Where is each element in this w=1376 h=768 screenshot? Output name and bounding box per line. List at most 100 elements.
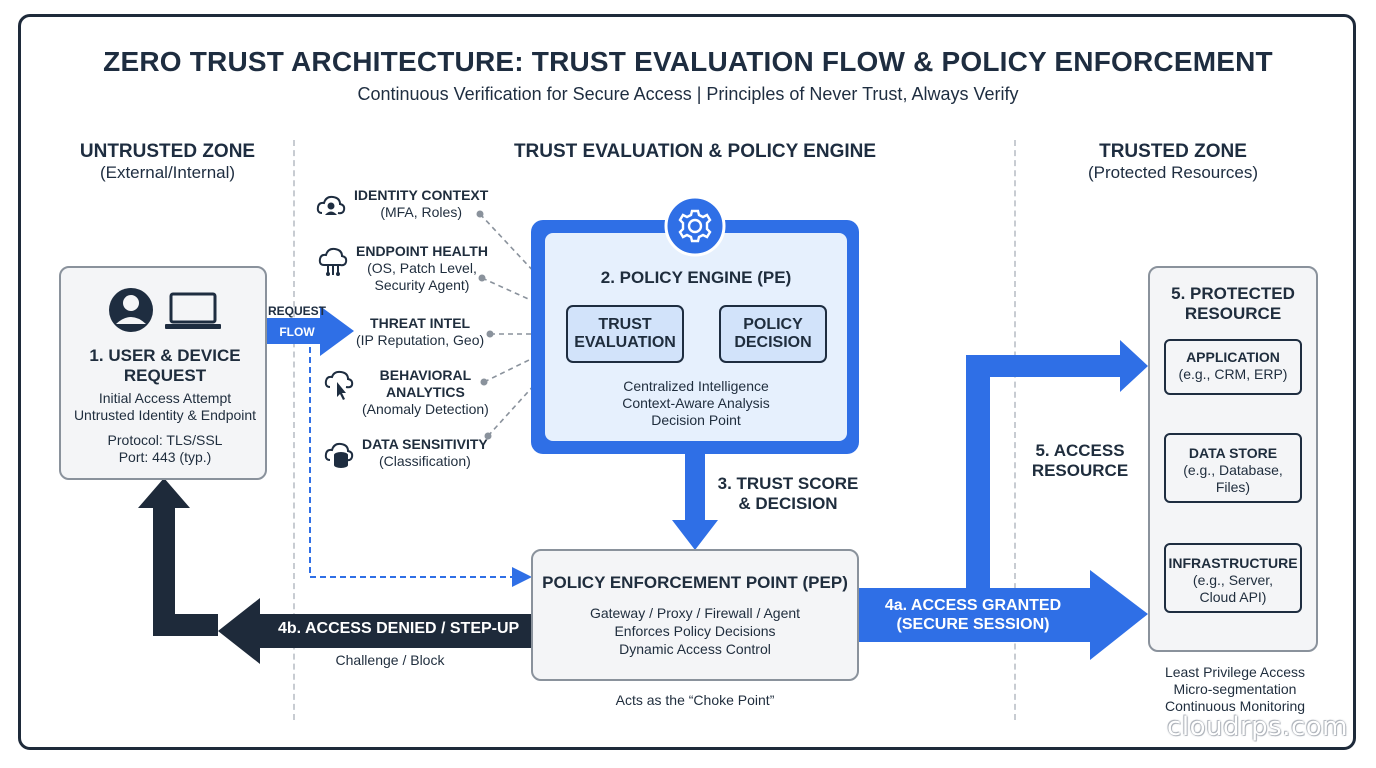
policy-decision-line1: POLICY [743,316,803,333]
protected-resource-title-line1: 5. PROTECTED [1171,284,1295,303]
context-identity: IDENTITY CONTEXT (MFA, Roles) [316,187,488,221]
policy-engine-line2: Context-Aware Analysis [622,395,770,411]
context-behavioral-detail: (Anomaly Detection) [362,401,489,417]
user-request-title-line1: 1. USER & DEVICE [89,346,241,365]
connector-identity [479,213,568,308]
cloud-user-icon [316,195,346,215]
context-endpoint-detail1: (OS, Patch Level, [367,260,477,276]
cloud-database-icon [324,442,354,468]
access-denied-label: 4b. ACCESS DENIED / STEP-UP [278,620,520,637]
user-device-request-card: 1. USER & DEVICE REQUEST Initial Access … [59,266,267,480]
user-request-line1: Initial Access Attempt [98,390,232,406]
user-request-details: Initial Access Attempt Untrusted Identit… [61,390,269,424]
diagram-frame [18,14,1356,750]
zone-divider-left [293,140,295,720]
resource-data-store-detail1: (e.g., Database, [1183,462,1283,478]
pep-details: Gateway / Proxy / Firewall / Agent Enfor… [533,604,857,658]
protected-resource-title-line2: RESOURCE [1184,304,1282,323]
access-resource-line1: 5. ACCESS [1035,441,1125,460]
policy-decision-box: POLICY DECISION [719,305,827,363]
context-data-detail: (Classification) [378,453,471,469]
protected-resource-title: 5. PROTECTED RESOURCE [1150,284,1316,324]
resource-application-title: APPLICATION [1186,349,1280,365]
protected-note-1: Least Privilege Access [1164,664,1306,680]
resource-data-store: DATA STORE (e.g., Database, Files) [1164,433,1302,503]
connector-dots [476,210,494,440]
resource-infrastructure-detail2: Cloud API) [1199,589,1267,605]
pep-line2: Enforces Policy Decisions [614,623,776,639]
context-behavioral-title2: ANALYTICS [386,384,465,400]
context-endpoint-title: ENDPOINT HEALTH [356,243,488,259]
trusted-zone-title: TRUSTED ZONE [1099,141,1247,162]
protected-note-3: Continuous Monitoring [1164,698,1306,714]
gear-icon [678,209,712,243]
engine-zone-title: TRUST EVALUATION & POLICY ENGINE [513,141,877,162]
user-request-line4: Port: 443 (typ.) [118,449,212,465]
untrusted-zone-title: UNTRUSTED ZONE [79,141,256,162]
resource-data-store-title: DATA STORE [1188,445,1278,461]
context-data: DATA SENSITIVITY (Classification) [324,436,488,470]
resource-application: APPLICATION (e.g., CRM, ERP) [1164,339,1302,395]
protected-resource-notes: Least Privilege Access Micro-segmentatio… [1140,664,1330,715]
zone-divider-right [1014,140,1016,720]
pep-caption: Acts as the “Choke Point” [615,692,775,708]
access-resource-line2: RESOURCE [1031,461,1129,480]
trusted-zone-header: TRUSTED ZONE (Protected Resources) [1060,141,1286,183]
access-granted-label: 4a. ACCESS GRANTED (SECURE SESSION) [878,596,1068,634]
cloud-network-icon [318,247,348,276]
context-behavioral-title: BEHAVIORAL [379,367,472,383]
policy-engine-title: 2. POLICY ENGINE (PE) [600,268,792,287]
user-request-protocol: Protocol: TLS/SSL Port: 443 (typ.) [61,432,269,466]
access-granted-line1: 4a. ACCESS GRANTED [884,597,1062,614]
resource-application-detail: (e.g., CRM, ERP) [1178,366,1288,382]
laptop-icon [165,292,221,329]
policy-engine-details: Centralized Intelligence Context-Aware A… [545,378,847,429]
watermark: cloudrps.com [1167,712,1348,742]
resource-infrastructure: INFRASTRUCTURE (e.g., Server, Cloud API) [1164,543,1302,613]
request-flow-label-bottom: FLOW [279,325,315,339]
trust-evaluation-line2: EVALUATION [574,334,676,351]
context-behavioral: BEHAVIORAL ANALYTICS (Anomaly Detection) [324,367,489,418]
context-identity-detail: (MFA, Roles) [380,204,462,220]
untrusted-zone-header: UNTRUSTED ZONE (External/Internal) [60,141,275,183]
context-data-title: DATA SENSITIVITY [362,436,488,452]
access-resource-arrow [966,340,1148,588]
denied-upward-arrow [138,478,218,636]
context-endpoint: ENDPOINT HEALTH (OS, Patch Level, Securi… [318,243,488,294]
trust-evaluation-box: TRUST EVALUATION [566,305,684,363]
trust-score-line1: 3. TRUST SCORE [717,474,859,493]
trusted-zone-subtitle: (Protected Resources) [1087,163,1259,182]
pep-title: POLICY ENFORCEMENT POINT (PEP) [542,573,848,592]
user-icon [109,288,153,332]
access-granted-line2: (SECURE SESSION) [896,616,1050,633]
page-subtitle: Continuous Verification for Secure Acces… [357,84,1019,104]
context-threat-title: THREAT INTEL [370,315,471,331]
policy-decision-line2: DECISION [734,334,812,351]
user-request-line3: Protocol: TLS/SSL [107,432,223,448]
access-denied-arrow [218,598,532,664]
request-flow-arrow [248,306,354,356]
cloud-pointer-icon [324,370,354,400]
access-denied-caption: Challenge / Block [335,652,445,668]
resource-data-store-detail2: Files) [1215,479,1251,495]
resource-infrastructure-title: INFRASTRUCTURE [1168,555,1298,571]
connector-data [487,348,568,437]
pep-line1: Gateway / Proxy / Firewall / Agent [589,605,801,621]
request-flow-label-top: REQUEST [267,304,326,318]
trust-score-label: 3. TRUST SCORE & DECISION [708,474,868,514]
context-threat: THREAT INTEL (IP Reputation, Geo) [356,315,484,349]
pep-line3: Dynamic Access Control [619,641,771,657]
user-device-icons [109,288,221,332]
protected-note-2: Micro-segmentation [1173,681,1297,697]
page-title: ZERO TRUST ARCHITECTURE: TRUST EVALUATIO… [103,46,1273,77]
user-request-title: 1. USER & DEVICE REQUEST [61,346,269,386]
policy-engine-line1: Centralized Intelligence [623,378,769,394]
context-threat-detail: (IP Reputation, Geo) [356,332,485,348]
access-granted-arrow [858,570,1148,660]
untrusted-zone-subtitle: (External/Internal) [99,163,236,182]
policy-enforcement-point-card: POLICY ENFORCEMENT POINT (PEP) Gateway /… [531,549,859,681]
trust-score-line2: & DECISION [738,494,838,513]
trust-score-arrow [672,454,718,550]
